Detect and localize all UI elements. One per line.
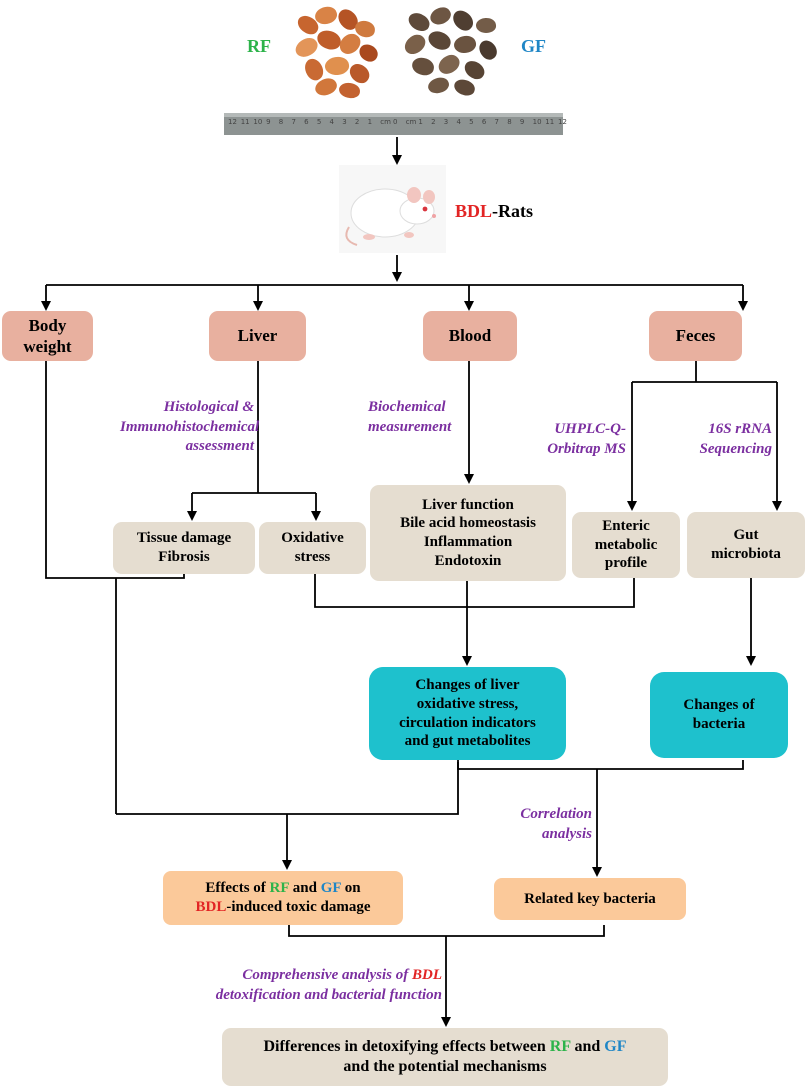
bile-acid-text: Bile acid homeostasis bbox=[400, 515, 536, 532]
differences-box: Differences in detoxifying effects betwe… bbox=[222, 1028, 668, 1086]
ruler-tick-label: 9 bbox=[519, 118, 525, 126]
ruler-tick-label: 10 bbox=[253, 118, 263, 126]
changes-liver-box: Changes of liver oxidative stress, circu… bbox=[369, 667, 566, 760]
blood-label: Blood bbox=[448, 326, 492, 346]
ruler-tick-label: 5 bbox=[316, 118, 322, 126]
enteric-profile-box: Enteric metabolic profile bbox=[572, 512, 680, 578]
ruler-tick-label: 12 bbox=[558, 118, 567, 126]
fibrosis-text: Fibrosis bbox=[158, 549, 210, 565]
blood-box: Blood bbox=[423, 311, 517, 361]
related-bacteria-box: Related key bacteria bbox=[494, 878, 686, 920]
ruler-tick-label: 3 bbox=[342, 118, 347, 126]
gf-label: GF bbox=[521, 36, 546, 56]
bdl-text: BDL bbox=[455, 201, 493, 221]
ruler-tick-label: 2 bbox=[354, 118, 360, 126]
ruler-tick-label: 2 bbox=[431, 118, 436, 126]
effects-collector bbox=[116, 762, 459, 815]
uhplc-label: UHPLC-Q- Orbitrap MS bbox=[547, 421, 626, 457]
changes-bacteria-box: Changes of bacteria bbox=[650, 672, 788, 758]
gf-seeds-image bbox=[401, 3, 502, 98]
tissue-damage-box: Tissue damage Fibrosis bbox=[113, 522, 255, 574]
ruler bbox=[224, 113, 563, 135]
correlation-label: Correlation analysis bbox=[520, 806, 592, 842]
histological-label: Histological & Immunohistochemical asses… bbox=[120, 399, 260, 454]
liver-function-text: Liver function bbox=[422, 496, 514, 513]
biochemical-label: Biochemical measurement bbox=[368, 399, 452, 435]
bdl-rats-label: BDL-Rats bbox=[455, 201, 533, 222]
ruler-tick-label: 6 bbox=[481, 118, 487, 126]
body-weight-box: Body weight bbox=[2, 311, 93, 361]
metabolite-collector bbox=[314, 573, 635, 608]
endotoxin-text: Endotoxin bbox=[434, 552, 502, 569]
ruler-tick-label: 1 bbox=[367, 118, 373, 126]
liver-box: Liver bbox=[209, 311, 306, 361]
body-weight-label: Body weight bbox=[23, 315, 72, 356]
feces-label: Feces bbox=[675, 326, 716, 346]
oxidative-stress-box: Oxidative stress bbox=[259, 522, 366, 574]
gut-microbiota-box: Gut microbiota bbox=[687, 512, 805, 578]
effects-box: Effects of RF and GF on BDL-induced toxi… bbox=[163, 871, 403, 925]
rf-label: RF bbox=[247, 36, 271, 56]
ruler-tick-label: 7 bbox=[494, 118, 499, 126]
ruler-tick-label: 12 bbox=[228, 118, 237, 126]
final-collector bbox=[288, 925, 605, 937]
ruler-tick-label: 11 bbox=[545, 118, 555, 126]
ruler-tick-label: 4 bbox=[329, 118, 334, 126]
rats-text: -Rats bbox=[492, 201, 534, 221]
ruler-tick-label: cm bbox=[380, 118, 391, 126]
feces-box: Feces bbox=[649, 311, 742, 361]
ruler-tick-label: 3 bbox=[443, 118, 449, 126]
comprehensive-label: Comprehensive analysis of BDL detoxifica… bbox=[215, 967, 442, 1003]
ruler-tick-label: 4 bbox=[456, 118, 461, 126]
ruler-tick-label: 8 bbox=[278, 118, 284, 126]
ruler-tick-label: 5 bbox=[469, 118, 474, 126]
rat-image bbox=[339, 165, 446, 253]
ruler-tick-label: 0 bbox=[393, 118, 398, 126]
ruler-tick-label: 6 bbox=[304, 118, 309, 126]
ruler-tick-label: 1 bbox=[418, 118, 423, 126]
blood-results-box: Liver function Bile acid homeostasis Inf… bbox=[370, 485, 566, 581]
ruler-tick-label: cm bbox=[405, 118, 417, 126]
ruler-tick-label: 7 bbox=[291, 118, 296, 126]
changes-collector bbox=[457, 760, 744, 770]
ruler-tick-label: 10 bbox=[532, 118, 542, 126]
tissue-damage-text: Tissue damage bbox=[136, 530, 232, 547]
ruler-bar bbox=[224, 113, 563, 135]
liver-label: Liver bbox=[237, 326, 278, 346]
ruler-tick-label: 9 bbox=[266, 118, 271, 126]
sequencing-label: 16S rRNA Sequencing bbox=[699, 421, 772, 457]
ruler-tick-label: 11 bbox=[240, 118, 250, 126]
rf-seeds-image bbox=[292, 3, 381, 100]
ruler-tick-label: 8 bbox=[507, 118, 512, 126]
inflammation-text: Inflammation bbox=[423, 534, 513, 550]
